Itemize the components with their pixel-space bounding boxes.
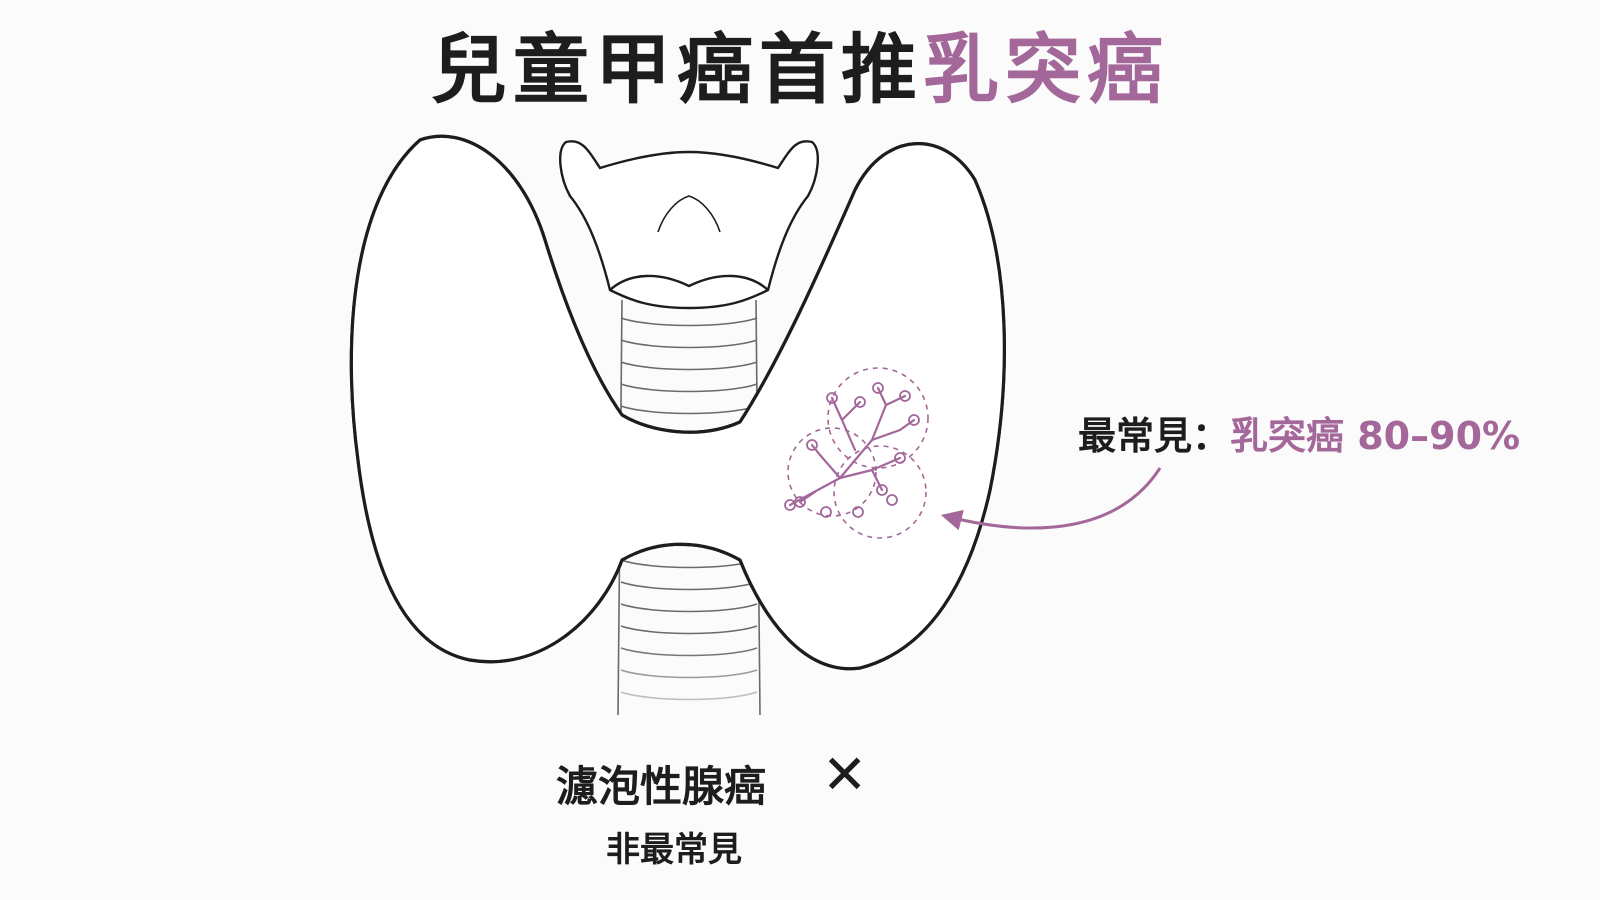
pointer-arrow — [940, 467, 1162, 531]
larynx — [559, 140, 819, 310]
follicular-label: 濾泡性腺癌 — [556, 762, 767, 811]
callout-label: 最常見：乳突癌 80–90% — [1078, 405, 1520, 460]
title-main: 兒童甲癌首推 — [431, 25, 923, 114]
callout-value: 乳突癌 80–90% — [1230, 414, 1521, 458]
papillary-lesion — [784, 367, 929, 539]
title-accent: 乳突癌 — [923, 25, 1169, 114]
follicular-sublabel: 非最常見 — [606, 830, 742, 870]
diagram-title: 兒童甲癌首推乳突癌 — [0, 22, 1600, 118]
callout-prefix: 最常見： — [1078, 414, 1231, 458]
cross-mark-icon: ✕ — [822, 743, 868, 806]
papillary-branches — [784, 382, 920, 518]
